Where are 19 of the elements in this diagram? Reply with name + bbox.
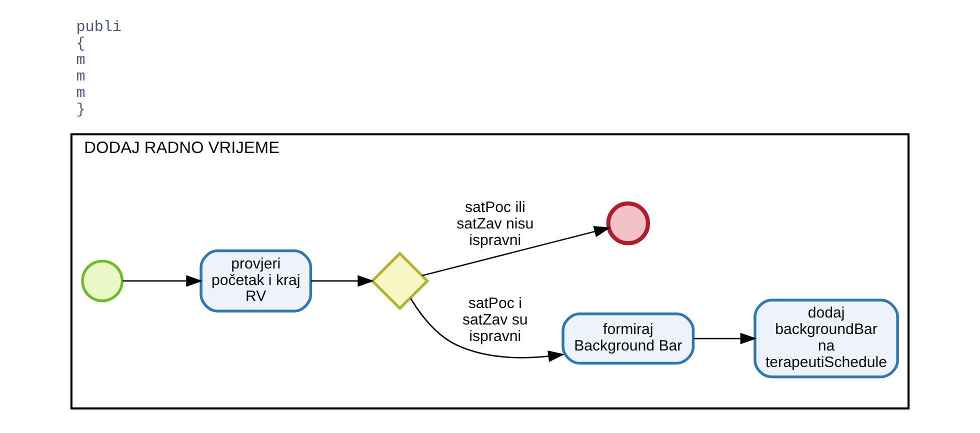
node-diamond <box>370 252 430 310</box>
node-circle <box>81 260 124 302</box>
arrow <box>122 275 203 287</box>
arrow <box>694 332 757 344</box>
edge-label: satPoc i satZav su ispravni <box>462 295 528 345</box>
node-box: formiraj Background Bar <box>562 312 695 365</box>
label: m <box>76 67 86 86</box>
node-box: provjeri početak i kraj RV <box>200 249 312 312</box>
label: publi <box>76 18 122 36</box>
node-box: dodaj backgroundBar na terapeutiSchedule <box>754 298 899 378</box>
node-circle <box>606 201 650 246</box>
label: m <box>76 84 86 102</box>
label: } <box>76 100 86 118</box>
arrow <box>311 275 374 287</box>
arrow <box>410 298 565 362</box>
label: { <box>76 34 86 53</box>
arrow <box>422 226 611 276</box>
edge-label: satPoc ili satZav nisu ispravni <box>456 199 534 250</box>
label: m <box>76 51 86 70</box>
